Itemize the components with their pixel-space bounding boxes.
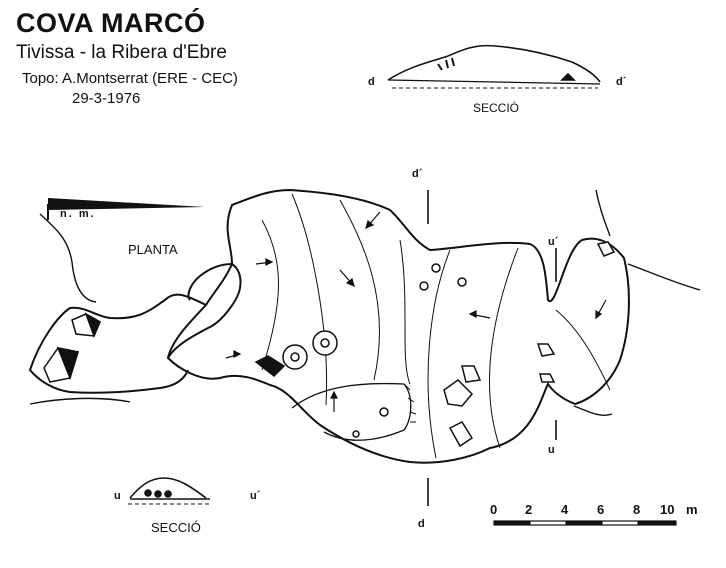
cut-d-top-label: d´ [412,168,423,180]
cut-d-bottom-label: d [418,518,425,530]
scale-tick-6: 6 [597,502,605,517]
section-label-top: SECCIÓ [473,101,520,115]
section-d-left-label: d [368,76,375,88]
plan-label: PLANTA [128,242,178,257]
topo-credit: Topo: A.Montserrat (ERE - CEC) [22,70,238,87]
section-profile-d [387,44,601,89]
scale-tick-2: 2 [525,502,533,517]
stalagmites [282,263,467,438]
section-d-right-label: d´ [616,76,627,88]
scale-tick-8: 8 [633,502,641,517]
slope-arrows [225,211,607,412]
scale-unit: m [686,502,698,517]
cut-u-top-label: u´ [548,236,559,248]
subtitle: Tivissa - la Ribera d'Ebre [16,42,227,63]
section-label-bottom: SECCIÓ [151,520,201,535]
cave-plan [28,188,701,464]
section-u-right-label: u´ [250,490,261,502]
north-arrow [47,198,205,220]
north-label: n. m. [60,208,96,220]
page-title: COVA MARCÓ [16,8,206,38]
section-profile-u [128,477,212,505]
cut-u-bottom-label: u [548,444,555,456]
section-cut-lines [427,190,557,506]
survey-date: 29-3-1976 [72,90,141,107]
boulders [43,241,616,448]
section-u-left-label: u [114,490,121,502]
scale-tick-4: 4 [561,502,569,517]
scale-tick-0: 0 [490,502,498,517]
scale-bar [493,520,677,526]
scale-tick-10: 10 [660,502,675,517]
